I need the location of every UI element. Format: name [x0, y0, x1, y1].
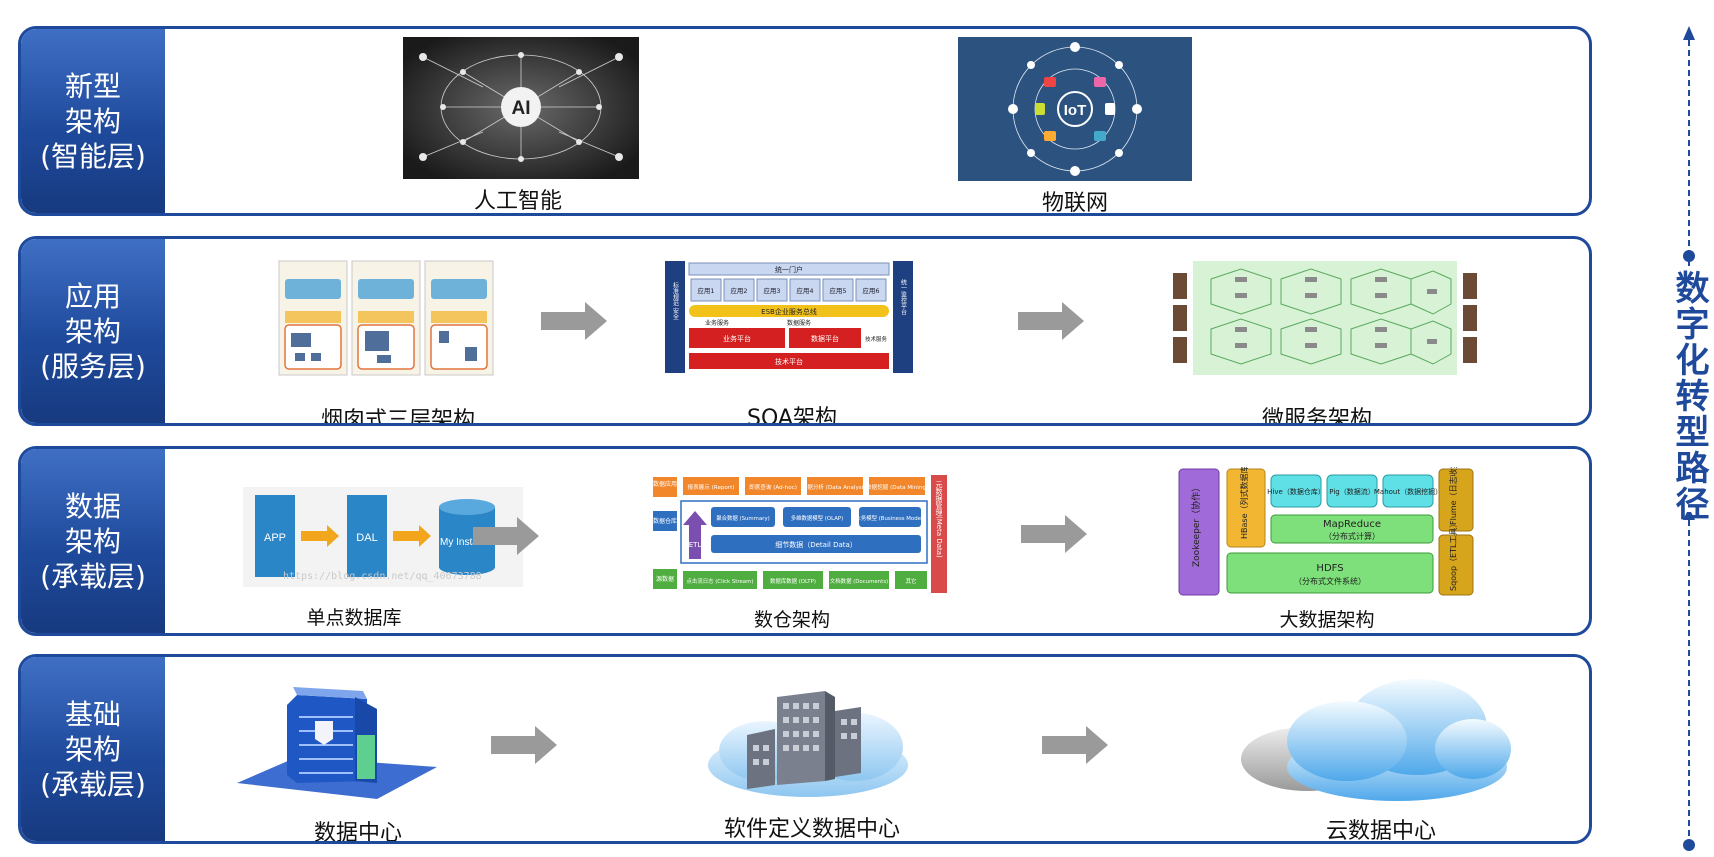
dw-top-item: 数据挖掘 (Data Mining) [866, 483, 928, 491]
dw-top-label: 数据应用 [653, 480, 677, 488]
soa-svc1: 业务服务 [705, 319, 729, 327]
layer-label-line: (智能层) [40, 139, 146, 173]
cloud-icon [1241, 679, 1511, 801]
dw-src-item: 文档数据 (Documents) [830, 577, 888, 585]
layer-label-line: (服务层) [40, 349, 146, 383]
layer-label-line: 数据 [64, 489, 121, 523]
bd-hbase: HBase（列式数据库） [1239, 467, 1249, 539]
layer-label-line: 基础 [64, 697, 121, 731]
layer-label-line: 架构 [64, 314, 121, 348]
soa-right-label: 统一监控平台 [900, 278, 907, 316]
layer-label: 数据 架构 (承载层) [21, 449, 165, 633]
soa-svc2: 数据服务 [787, 319, 811, 327]
caption-iot: 物联网 [1041, 191, 1109, 216]
layer-label: 应用 架构 (服务层) [21, 239, 165, 423]
caption-sddc: 软件定义数据中心 [723, 817, 901, 842]
layer-label: 基础 架构 (承载层) [21, 657, 165, 841]
arrow-right-icon [1021, 515, 1087, 553]
bd-sqoop: Sqoop（ETL工具） [1449, 520, 1458, 591]
arrow-right-icon [491, 726, 557, 764]
software-defined-data-center-icon [708, 691, 908, 797]
soa-tech: 技术平台 [775, 357, 803, 366]
db-instance: My Instance [440, 537, 494, 548]
dw-src-item: 点击流日志 (Click Stream) [687, 577, 754, 585]
layer-application: 应用 架构 (服务层) 烟囱式三层架构 标准规范 安全 统一监控平台 [18, 236, 1592, 426]
dw-mid-item: 聚合数据 (Summary) [716, 514, 770, 522]
caption-soa: SOA架构 [747, 406, 837, 426]
dw-mid-item: 多维数据模型 (OLAP) [791, 514, 844, 522]
layer-data: 数据 架构 (承载层) APP DAL My Instance https://… [18, 446, 1592, 636]
bd-hdfs-sub: （分布式文件系统） [1294, 576, 1366, 586]
dw-src-item: 数据库数据 (OLTP) [770, 577, 816, 585]
bd-mapreduce-sub: （分布式计算） [1324, 531, 1380, 541]
layer-infrastructure: 基础 架构 (承载层) 数据中心 [18, 654, 1592, 844]
microservice-architecture-image [1173, 261, 1477, 375]
dw-etl: ETL [689, 541, 702, 549]
dw-top-item: 数据分析 (Data Analysis) [802, 483, 869, 491]
arrow-right-icon [473, 517, 539, 555]
caption-microservice: 微服务架构 [1261, 407, 1373, 426]
layer-label-line: (承载层) [40, 767, 146, 801]
soa-app: 应用3 [763, 286, 780, 295]
caption-data-warehouse: 数仓架构 [753, 609, 831, 631]
dw-detail: 细节数据（Detail Data） [775, 540, 857, 549]
soa-app: 应用4 [796, 286, 813, 295]
dw-top-item: 即席查询 (Ad-hoc) [749, 483, 797, 491]
arrow-right-icon [1042, 726, 1108, 764]
caption-ai: 人工智能 [473, 189, 563, 214]
caption-big-data: 大数据架构 [1279, 609, 1375, 631]
soa-app: 应用6 [862, 286, 879, 295]
soa-left-label: 标准规范 安全 [672, 281, 679, 320]
db-watermark: https://blog.csdn.net/qq_40673788 [283, 571, 482, 582]
db-app: APP [264, 532, 286, 544]
ai-label: AI [512, 98, 531, 119]
soa-p2: 数据平台 [811, 334, 839, 343]
bd-hdfs: HDFS [1316, 563, 1343, 574]
iot-image: IoT [958, 37, 1192, 181]
soa-p1: 业务平台 [723, 334, 751, 343]
dw-mid-label: 数据仓库 [653, 517, 677, 525]
iot-label: IoT [1064, 102, 1087, 119]
soa-architecture-image: 标准规范 安全 统一监控平台 统一门户 应用1 应用2 应用3 应用4 应用5 … [665, 261, 913, 373]
layer-intelligence: 新型 架构 (智能层) AI 人工智能 [18, 26, 1592, 216]
dw-src-item: 其它 [906, 577, 917, 585]
data-center-building-icon [237, 687, 437, 799]
big-data-architecture-image: Zookeeper（协作） HBase（列式数据库） Hive（数据仓库） Pi… [1178, 467, 1474, 596]
caption-cloud-dc: 云数据中心 [1325, 819, 1437, 844]
soa-app: 应用2 [730, 286, 747, 295]
dw-top-item: 报表展示 (Report) [687, 483, 734, 491]
data-warehouse-image: 元数据管理(Meta Data) 数据应用 报表展示 (Report) 即席查询… [653, 475, 947, 593]
layer-label-line: 应用 [64, 279, 121, 313]
soa-bus: ESB企业服务总线 [761, 307, 817, 316]
soa-top: 统一门户 [775, 265, 803, 274]
layer-label-line: 架构 [64, 104, 121, 138]
layer-label-line: 架构 [64, 524, 121, 558]
bd-zookeeper: Zookeeper（协作） [1190, 483, 1202, 567]
layer-label-line: 新型 [64, 69, 121, 103]
bd-pig: Pig（数据流） [1329, 487, 1374, 496]
transformation-path-line [1670, 26, 1708, 851]
soa-tsvc: 技术服务 [865, 335, 888, 343]
layer-label-line: 架构 [64, 732, 121, 766]
chimney-architecture-image [278, 260, 494, 376]
bd-flume: Flume（日志收集） [1448, 467, 1458, 525]
db-dal: DAL [356, 532, 377, 544]
side-title: 数字化转型路径 [1669, 270, 1709, 522]
bd-hive: Hive（数据仓库） [1267, 487, 1325, 496]
layer-label-line: (承载层) [40, 559, 146, 593]
soa-app: 应用5 [829, 286, 846, 295]
dw-src-label: 源数据 [656, 575, 674, 583]
ai-brain-image: AI [403, 37, 639, 179]
soa-app: 应用1 [697, 286, 714, 295]
layer-label: 新型 架构 (智能层) [21, 29, 165, 213]
arrow-right-icon [1018, 302, 1084, 340]
dw-meta: 元数据管理(Meta Data) [935, 481, 943, 558]
arrow-right-icon [541, 302, 607, 340]
caption-data-center: 数据中心 [313, 821, 403, 844]
bd-mahout: Mahout（数据挖掘） [1374, 487, 1442, 496]
caption-chimney: 烟囱式三层架构 [320, 408, 476, 426]
caption-single-db: 单点数据库 [306, 607, 402, 629]
dw-mid-item: 业务模型 (Business Model) [855, 514, 924, 522]
bd-mapreduce: MapReduce [1323, 519, 1381, 530]
